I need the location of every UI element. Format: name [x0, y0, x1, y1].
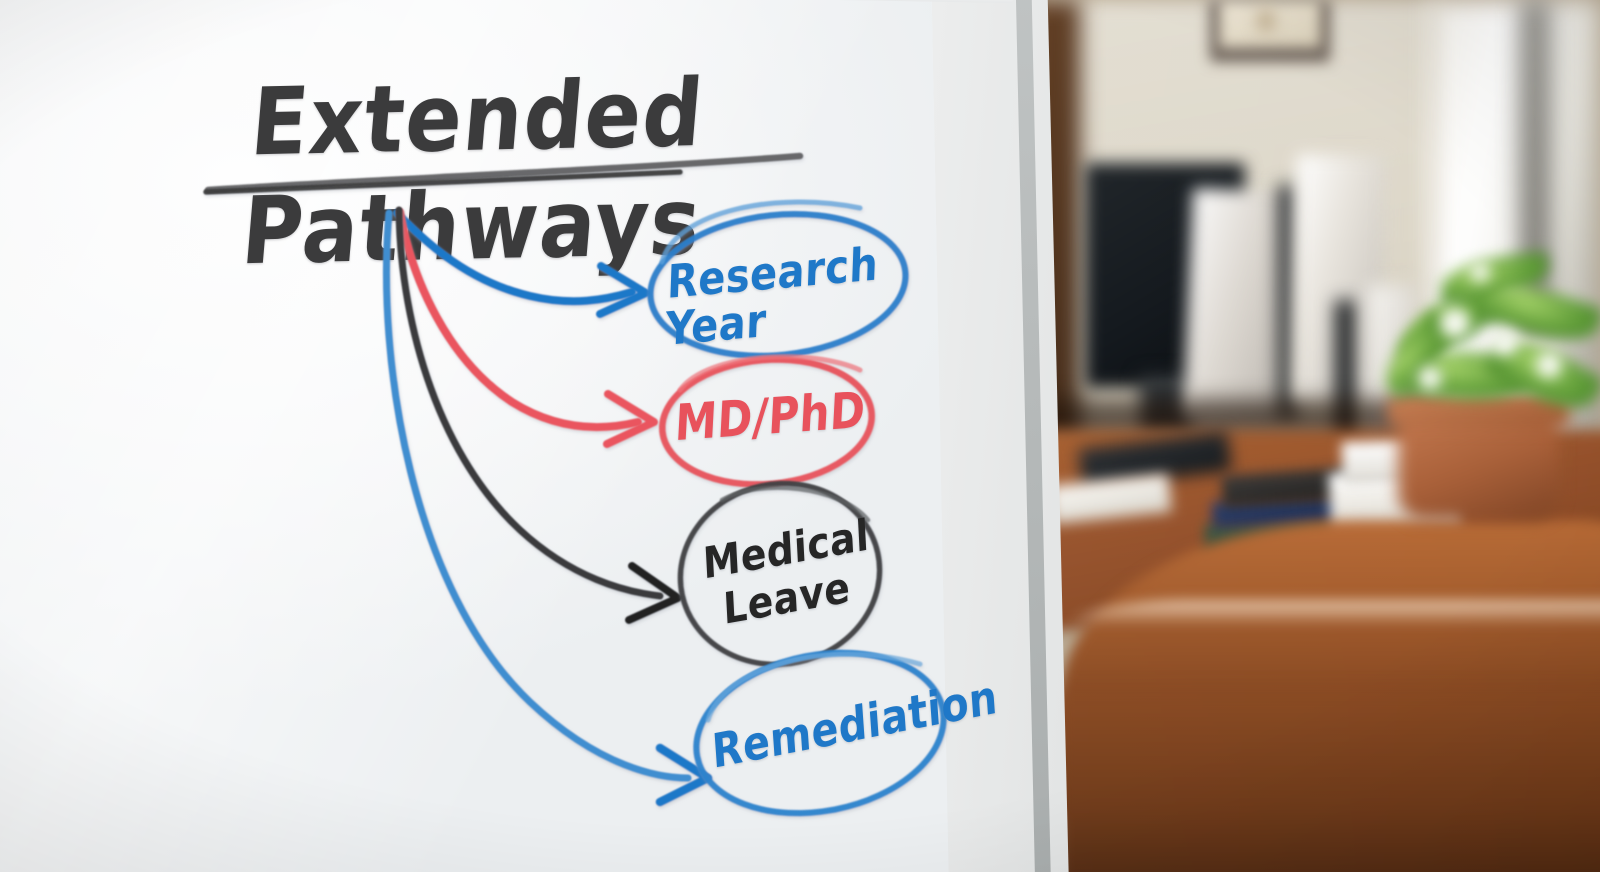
desk-edge-highlight [1070, 600, 1600, 626]
whiteboard[interactable] [0, 0, 1070, 872]
framed-picture-seal [1258, 10, 1274, 32]
plant-flower [1492, 330, 1518, 356]
plant-pot-rim [1388, 396, 1570, 426]
whiteboard-surface[interactable] [0, 0, 950, 872]
plant-flower [1536, 352, 1562, 378]
plant-flower [1470, 262, 1490, 282]
plant-flower [1440, 308, 1470, 338]
laptop-screen-left [1183, 187, 1293, 423]
desk-front-panel [1055, 690, 1600, 872]
laptop-edge [1278, 185, 1296, 420]
plant-flower [1418, 366, 1442, 390]
